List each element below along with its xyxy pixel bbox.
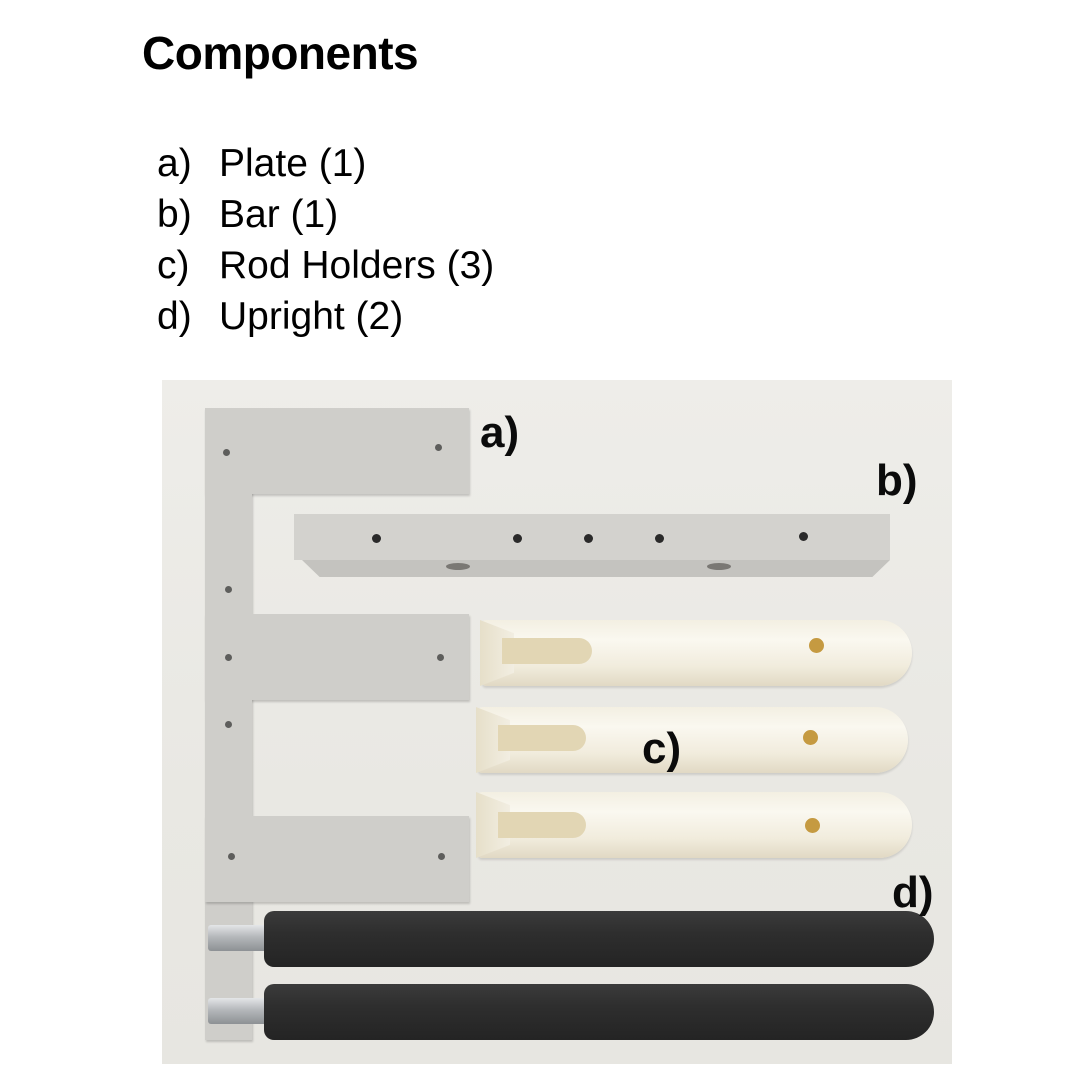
plate-hole <box>225 586 232 593</box>
components-photo: a) b) c) d) <box>162 380 952 1064</box>
list-item-label: Upright (2) <box>219 295 404 338</box>
rod-holder-slot <box>498 812 586 838</box>
list-marker: c) <box>157 244 190 287</box>
plate-hole <box>437 654 444 661</box>
list-item: d) Upright (2) <box>157 291 494 342</box>
list-item-label: Plate (1) <box>219 142 367 185</box>
bar-hole <box>372 534 381 543</box>
rod-holder-hole <box>803 730 818 745</box>
bar-hole <box>655 534 664 543</box>
plate-hole <box>435 444 442 451</box>
bar-slot <box>707 563 731 570</box>
list-item: b) Bar (1) <box>157 189 494 240</box>
label-d: d) <box>892 868 934 917</box>
rod-holder-slot <box>498 725 586 751</box>
label-b: b) <box>876 456 918 505</box>
list-item: c) Rod Holders (3) <box>157 240 494 291</box>
plate-hole <box>438 853 445 860</box>
page-title: Components <box>142 27 419 79</box>
bar-side-face <box>302 560 890 577</box>
label-a: a) <box>480 408 520 457</box>
plate-hole <box>225 721 232 728</box>
bar-hole <box>513 534 522 543</box>
list-marker: a) <box>157 142 192 185</box>
plate-hole <box>228 853 235 860</box>
upright-foam <box>264 984 934 1040</box>
components-list: a)Plate (1) b)Bar (1) c)Rod Holders (3) … <box>157 138 494 342</box>
bar-hole <box>799 532 808 541</box>
plate-hole <box>223 449 230 456</box>
label-c: c) <box>642 724 682 773</box>
bar-hole <box>584 534 593 543</box>
list-item-label: Rod Holders (3) <box>219 244 495 287</box>
plate-hole <box>225 654 232 661</box>
upright-tip <box>208 925 270 951</box>
upright-foam <box>264 911 934 967</box>
rod-holder-hole <box>809 638 824 653</box>
list-item-label: Bar (1) <box>219 193 339 236</box>
rod-holder-slot <box>502 638 592 664</box>
upright-tip <box>208 998 270 1024</box>
list-marker: d) <box>157 295 192 338</box>
list-marker: b) <box>157 193 192 236</box>
bar-slot <box>446 563 470 570</box>
list-item: a) Plate (1) <box>157 138 494 189</box>
rod-holder-hole <box>805 818 820 833</box>
